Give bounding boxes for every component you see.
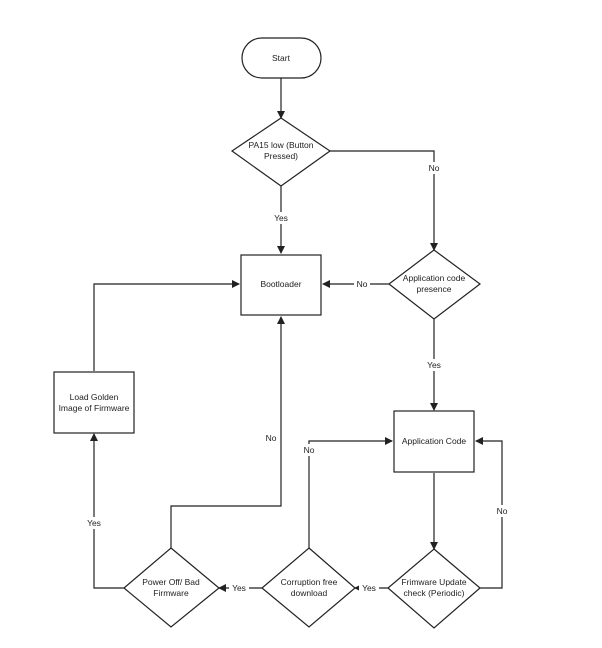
svg-text:Yes: Yes [232,583,246,593]
node-bootloader-label: Bootloader [260,279,301,289]
node-app-code: Application Code [393,410,475,473]
edge-label-presence-yes: Yes [425,359,443,371]
edge-label-fw-no: No [494,505,510,517]
node-corruption-decision: Corruption free download [261,547,356,628]
node-golden-image-label-line1: Load Golden [70,392,119,402]
node-pa15-label-line2: Pressed) [264,151,298,161]
svg-text:Yes: Yes [87,518,101,528]
edge-label-pa15-yes: Yes [272,212,290,224]
node-fw-update-label-line1: Frimware Update [401,577,466,587]
node-fw-update-decision: Frimware Update check (Periodic) [387,548,481,629]
edge-label-corruption-yes: Yes [229,582,249,594]
node-corruption-label-line2: download [291,588,328,598]
node-app-presence-decision: Application code presence [388,249,482,320]
node-golden-image: Load Golden Image of Firmware [53,371,135,434]
edge-label-power-no: No [263,432,279,444]
node-app-code-label: Application Code [402,436,467,446]
edge-label-presence-no: No [354,278,370,290]
node-power-off-label-line2: Firmware [153,588,189,598]
edge-poweroff-to-golden [90,433,124,589]
node-start-label: Start [272,53,291,63]
node-start: Start [241,37,322,79]
edge-label-corruption-no: No [301,444,317,456]
edge-poweroff-to-bootloader [170,316,285,548]
node-corruption-label-line1: Corruption free [281,577,338,587]
node-app-presence-label-line1: Application code [403,273,466,283]
node-pa15-label-line1: PA15 low (Button [248,140,313,150]
edge-golden-to-bootloader [93,280,240,371]
svg-text:Yes: Yes [274,213,288,223]
edge-label-pa15-no: No [426,162,442,174]
edge-corruption-to-appcode [308,437,393,548]
svg-text:No: No [497,506,508,516]
node-power-off-decision: Power Off/ Bad Firmware [123,547,220,628]
svg-text:No: No [429,163,440,173]
node-pa15-decision: PA15 low (Button Pressed) [230,117,332,187]
svg-text:Yes: Yes [362,583,376,593]
edge-pa15-to-presence [330,150,438,251]
edge-label-power-yes: Yes [85,517,103,529]
edge-label-fw-yes: Yes [359,582,379,594]
node-app-presence-label-line2: presence [417,284,452,294]
node-power-off-label-line1: Power Off/ Bad [142,577,200,587]
svg-text:No: No [266,433,277,443]
svg-text:No: No [357,279,368,289]
svg-text:No: No [304,445,315,455]
node-golden-image-label-line2: Image of Firmware [59,403,130,413]
node-fw-update-label-line2: check (Periodic) [404,588,465,598]
svg-text:Yes: Yes [427,360,441,370]
node-bootloader: Bootloader [240,254,322,316]
